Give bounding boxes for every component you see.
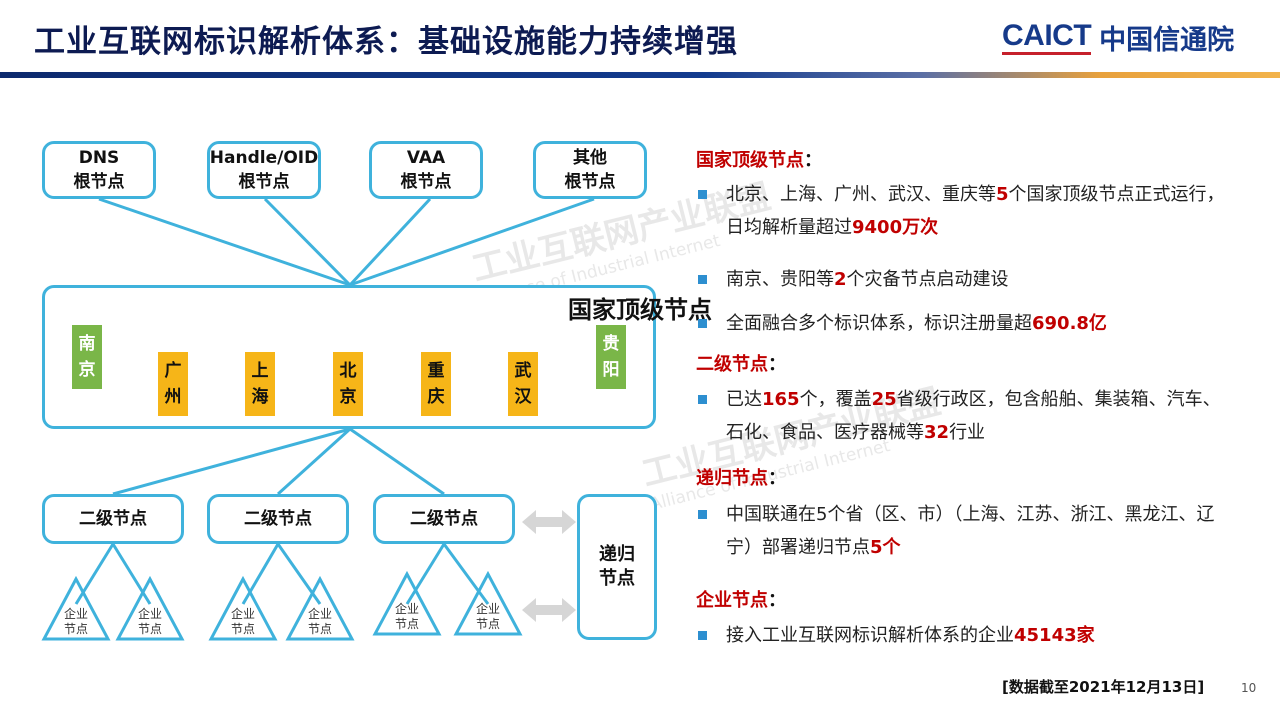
enterprise-node-label: 企业节点 [394,602,419,631]
second-connector [112,427,351,496]
bullet-national-2: 南京、贵阳等2个灾备节点启动建设 [698,263,1238,296]
node-guangzhou: 广州 [158,352,188,416]
enterprise-triangle [41,575,111,641]
bullet-national-1: 北京、上海、广州、武汉、重庆等5个国家顶级节点正式运行，日均解析量超过9400万… [698,178,1238,244]
second-level-node: 二级节点 [373,494,515,544]
section-national: 国家顶级节点： [696,150,822,171]
page-title: 工业互联网标识解析体系：基础设施能力持续增强 [34,24,738,60]
node-shanghai: 上海 [245,352,275,416]
bullet-square-icon [698,319,707,328]
enterprise-triangle [208,575,278,641]
double-arrow [522,510,576,534]
bullet-second-1: 已达165个，覆盖25省级行政区，包含船舶、集装箱、汽车、石化、食品、医疗器械等… [698,383,1238,449]
double-arrow [522,598,576,622]
national-node-title: 国家顶级节点 [568,296,712,324]
section-enterprise: 企业节点： [696,590,786,611]
header-divider [0,72,1280,78]
enterprise-triangle [372,570,442,636]
enterprise-node-label: 企业节点 [307,607,332,636]
enterprise-node-label: 企业节点 [63,607,88,636]
logo-en-text: CAICT [1002,20,1092,55]
caict-logo: CAICT 中国信通院 [1002,18,1234,57]
node-beijing: 北京 [333,352,363,416]
root-connector [98,197,351,287]
enterprise-node-label: 企业节点 [475,602,500,631]
page-number: 10 [1241,681,1257,695]
node-nanjing: 南京 [72,325,102,389]
root-connector [348,197,432,287]
logo-cn-text: 中国信通院 [1099,25,1235,56]
data-date-note: [数据截至2021年12月13日] [1002,678,1205,696]
recursive-node: 递归节点 [577,494,657,640]
root-connector [263,197,352,287]
second-connector [276,427,352,496]
enterprise-triangle [453,570,523,636]
root-connector [349,197,595,287]
root-node-other: 其他根节点 [533,141,647,199]
node-guiyang: 贵阳 [596,325,626,389]
second-connector [349,427,445,496]
bullet-square-icon [698,510,707,519]
enterprise-node-label: 企业节点 [230,607,255,636]
section-second: 二级节点： [696,354,786,375]
enterprise-triangle [285,575,355,641]
enterprise-node-label: 企业节点 [137,607,162,636]
enterprise-triangle [115,575,185,641]
bullet-square-icon [698,631,707,640]
bullet-square-icon [698,395,707,404]
bullet-national-3: 全面融合多个标识体系，标识注册量超690.8亿 [698,307,1238,340]
section-recursive: 递归节点： [696,468,786,489]
bullet-square-icon [698,275,707,284]
node-wuhan: 武汉 [508,352,538,416]
bullet-recursive-1: 中国联通在5个省（区、市）（上海、江苏、浙江、黑龙江、辽宁）部署递归节点5个 [698,498,1238,564]
bullet-square-icon [698,190,707,199]
second-level-node: 二级节点 [42,494,184,544]
bullet-enterprise-1: 接入工业互联网标识解析体系的企业45143家 [698,619,1238,652]
node-chongqing: 重庆 [421,352,451,416]
second-level-node: 二级节点 [207,494,349,544]
